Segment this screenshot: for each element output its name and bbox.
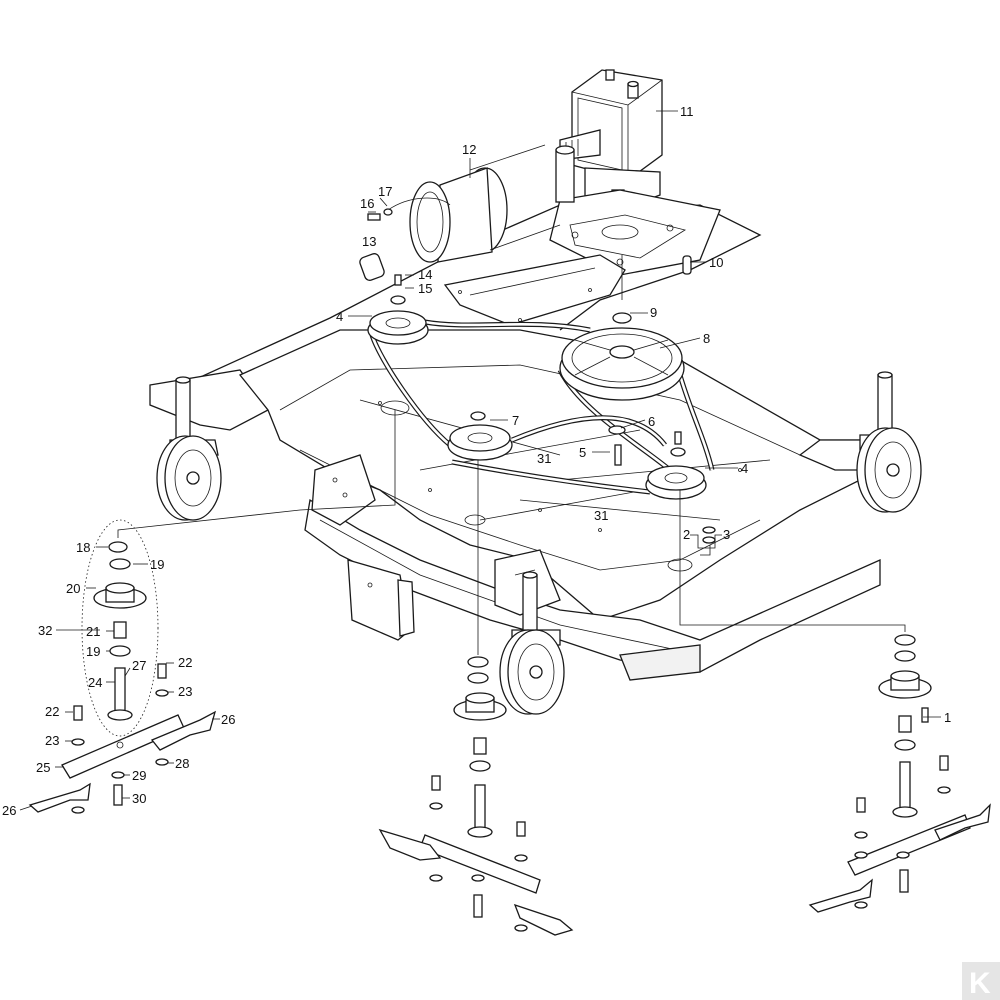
callout-13: 13 xyxy=(362,234,376,249)
callout-2: 2 xyxy=(683,527,690,542)
callout-31-upper: 31 xyxy=(537,451,551,466)
pulley-center-7 xyxy=(447,411,513,461)
callout-30: 30 xyxy=(132,791,146,806)
callout-14: 14 xyxy=(418,267,432,282)
caster-wheel-right xyxy=(856,371,922,513)
callout-23-right: 23 xyxy=(178,684,192,699)
callout-32: 32 xyxy=(38,623,52,638)
callout-18: 18 xyxy=(76,540,90,555)
callout-26-left: 26 xyxy=(2,803,16,818)
callout-29: 29 xyxy=(132,768,146,783)
callout-27: 27 xyxy=(132,658,146,673)
callout-12: 12 xyxy=(462,142,476,157)
callout-25: 25 xyxy=(36,760,50,775)
callout-10: 10 xyxy=(709,255,723,270)
callout-22-left: 22 xyxy=(45,704,59,719)
shaft-shield xyxy=(359,144,561,281)
pulley-left xyxy=(367,274,429,345)
callout-17: 17 xyxy=(378,184,392,199)
v-belts xyxy=(369,319,715,495)
callout-4-right: 4 xyxy=(741,461,748,476)
callout-20: 20 xyxy=(66,581,80,596)
support-plate xyxy=(443,254,626,326)
caster-wheel-left xyxy=(156,376,222,521)
callout-11: 11 xyxy=(680,104,694,119)
callout-19-top: 19 xyxy=(150,557,164,572)
callout-3: 3 xyxy=(723,527,730,542)
pulley-right xyxy=(645,431,707,500)
callout-1: 1 xyxy=(944,710,951,725)
callout-7: 7 xyxy=(512,413,519,428)
callout-6: 6 xyxy=(648,414,655,429)
caster-wheel-front xyxy=(499,571,565,715)
spindle-assembly-right xyxy=(808,634,991,913)
callout-22-right: 22 xyxy=(178,655,192,670)
callout-16: 16 xyxy=(360,196,374,211)
callout-31-lower: 31 xyxy=(594,508,608,523)
assembly-leaders xyxy=(117,255,906,655)
callout-19-bottom: 19 xyxy=(86,644,100,659)
callout-15: 15 xyxy=(418,281,432,296)
callout-leaders xyxy=(19,110,941,811)
callout-28: 28 xyxy=(175,756,189,771)
callout-labels: 1 2 3 4 4 5 6 7 8 9 10 11 12 13 14 15 16… xyxy=(2,104,951,818)
spindle-assembly-center xyxy=(378,656,574,936)
logo-letter: K xyxy=(969,967,991,1000)
spindle-assembly-left xyxy=(28,519,217,814)
callout-26-right: 26 xyxy=(221,712,235,727)
gearbox xyxy=(549,69,721,276)
callout-9: 9 xyxy=(650,305,657,320)
callout-21: 21 xyxy=(86,624,100,639)
callout-8: 8 xyxy=(703,331,710,346)
callout-4-left: 4 xyxy=(336,309,343,324)
pulley-large-8 xyxy=(559,312,685,401)
callout-24: 24 xyxy=(88,675,102,690)
callout-23-left: 23 xyxy=(45,733,59,748)
callout-5: 5 xyxy=(579,445,586,460)
brand-logo: K xyxy=(962,962,1000,1000)
